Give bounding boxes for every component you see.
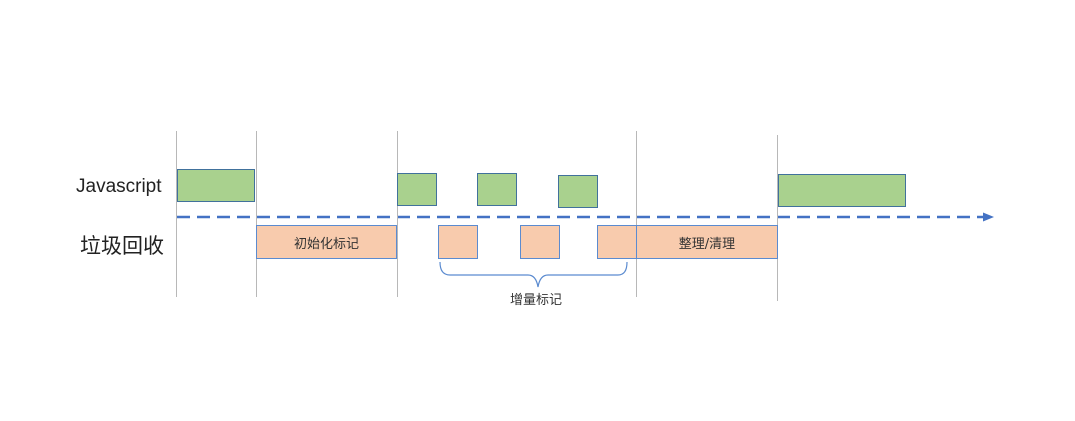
js-block	[397, 173, 437, 206]
divider-4	[636, 131, 637, 297]
gc-compact-sweep-block: 整理/清理	[636, 225, 778, 259]
divider-5	[777, 135, 778, 301]
js-block	[477, 173, 517, 206]
javascript-lane-label: Javascript	[76, 176, 162, 197]
divider-1	[176, 131, 177, 297]
gc-initial-mark-block: 初始化标记	[256, 225, 397, 259]
js-block	[778, 174, 906, 207]
js-block	[558, 175, 598, 208]
gc-incremental-block	[597, 225, 637, 259]
timeline-arrowhead	[983, 212, 994, 222]
gc-incremental-block	[438, 225, 478, 259]
divider-3	[397, 131, 398, 297]
incremental-mark-brace	[439, 261, 628, 288]
gc-lane-label: 垃圾回收	[80, 234, 164, 258]
incremental-mark-label: 增量标记	[510, 293, 563, 308]
gc-incremental-block	[520, 225, 560, 259]
js-block	[177, 169, 255, 202]
divider-2	[256, 131, 257, 297]
